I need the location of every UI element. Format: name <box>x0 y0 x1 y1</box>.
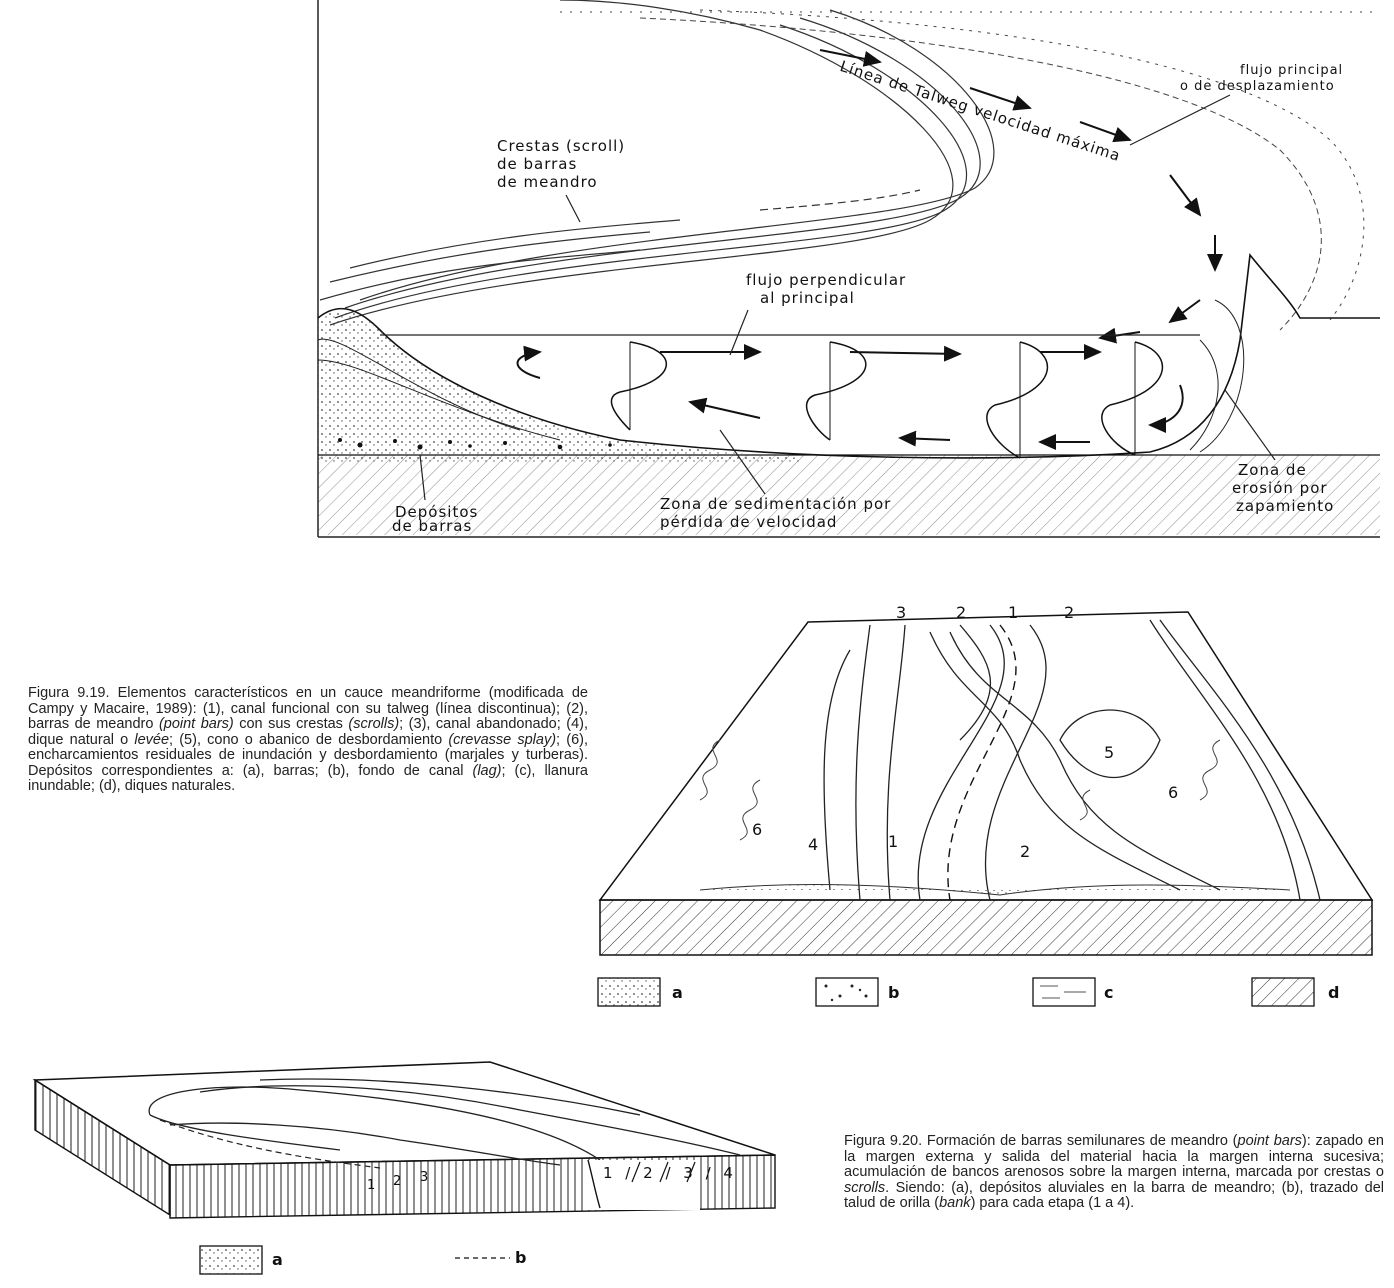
caption-920-italic: scrolls <box>844 1180 885 1196</box>
caption-920-italic: point bars <box>1238 1133 1302 1149</box>
caption-920-part: ) para cada etapa (1 a 4). <box>971 1195 1135 1211</box>
stage-numbers-right: 1 / 2 / 3 / 4 <box>603 1164 737 1182</box>
stage-number: 2 <box>393 1174 401 1189</box>
stage-number: 3 <box>420 1170 428 1185</box>
legend-920-label-b: b <box>515 1248 526 1267</box>
caption-920-part: Figura 9.20. Formación de barras semilun… <box>844 1133 1238 1149</box>
legend-920-label-a: a <box>272 1250 283 1269</box>
caption-figure-9-20: Figura 9.20. Formación de barras semilun… <box>844 1134 1384 1212</box>
stage-number: 1 <box>367 1178 375 1193</box>
caption-920-italic: bank <box>939 1195 970 1211</box>
legend-920-swatch-a <box>200 1246 262 1274</box>
